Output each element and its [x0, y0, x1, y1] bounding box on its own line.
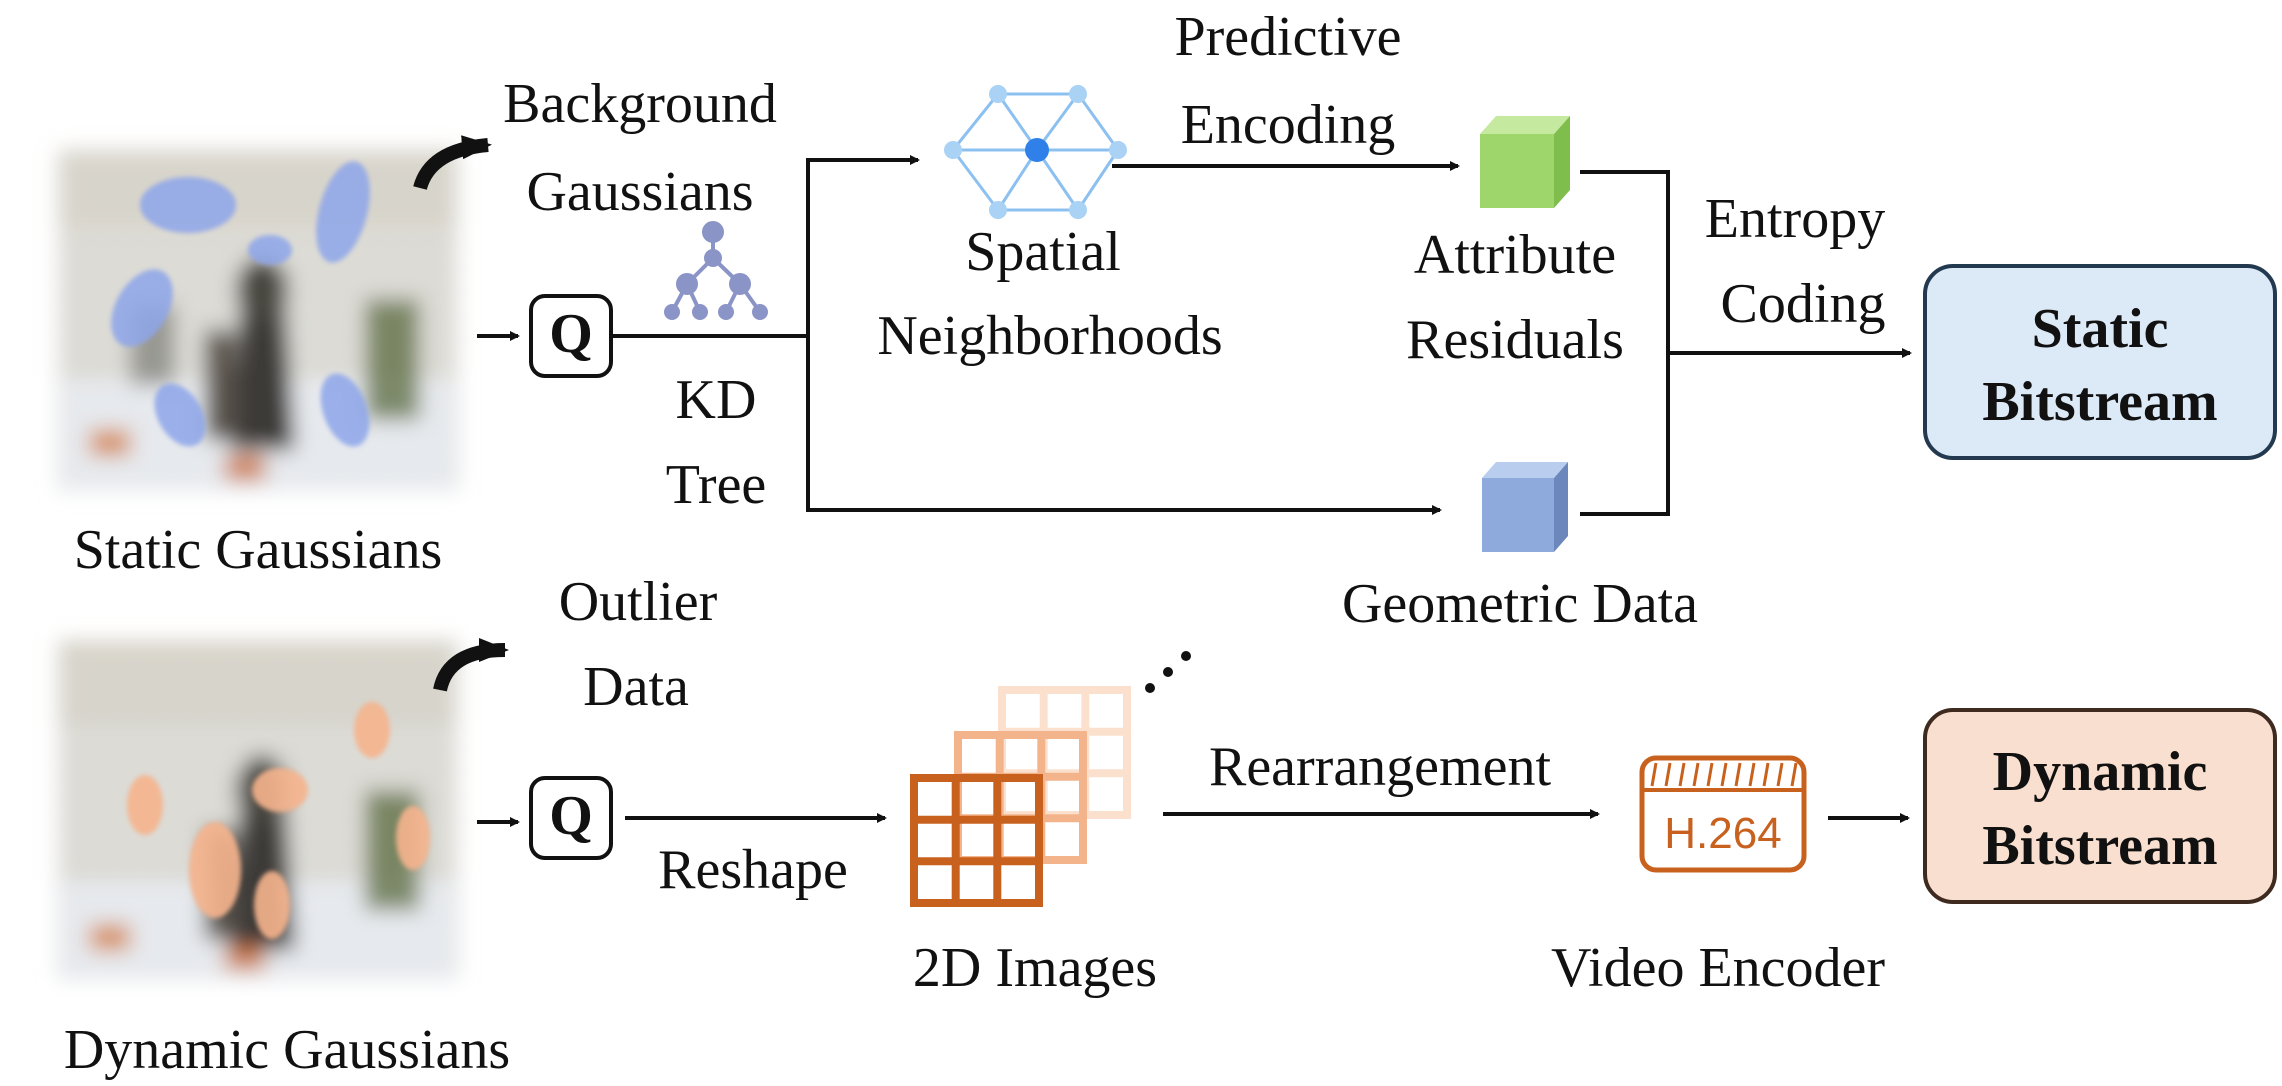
predictive-encoding-label-line1: Predictive: [1174, 6, 1401, 68]
spatial-neighborhoods-label-line2: Neighborhoods: [877, 305, 1222, 367]
static-bitstream-box: [1923, 264, 2277, 460]
kd-tree-label-line2: Tree: [666, 454, 767, 516]
h264-codec-icon: H.264: [1639, 755, 1807, 873]
outlier-data-label-line2: Data: [583, 656, 689, 718]
background-gaussians-label-line1: Background: [503, 73, 777, 135]
geometric-branch-arrow: [806, 336, 1442, 515]
geometric-data-label: Geometric Data: [1342, 573, 1698, 635]
video-encoder-label: Video Encoder: [1551, 937, 1885, 999]
entropy-coding-bracket: [1580, 170, 1670, 516]
kd-tree-icon: [664, 221, 768, 320]
spatial-neighborhoods-label-line1: Spatial: [965, 221, 1121, 283]
image-grid-middle: [954, 731, 1087, 864]
dynamic-bitstream-label-line2: Bitstream: [1982, 815, 2217, 877]
dynamic-gaussians-label: Dynamic Gaussians: [64, 1019, 510, 1081]
dynamic-bitstream-label-line1: Dynamic: [1993, 741, 2208, 803]
more-images-ellipsis: [1145, 651, 1191, 693]
static-bitstream-label-line1: Static: [2032, 298, 2169, 360]
kd-tree-label-line1: KD: [676, 369, 757, 431]
background-gaussians-curved-arrow: [413, 135, 492, 191]
entropy-coding-label-line2: Coding: [1721, 273, 1886, 335]
rearrangement-label: Rearrangement: [1209, 736, 1551, 798]
dynamic-quantizer-label: Q: [549, 785, 593, 847]
predictive-encoding-label-line2: Encoding: [1181, 94, 1396, 156]
entropy-coding-label-line1: Entropy: [1705, 188, 1885, 250]
attribute-residuals-label-line2: Residuals: [1406, 309, 1624, 371]
dynamic-gaussian-ellipses: [127, 702, 430, 939]
static-gaussians-label: Static Gaussians: [74, 519, 443, 581]
2d-image-grids: [910, 686, 1131, 907]
image-grid-back: [998, 686, 1131, 819]
dynamic-gaussians-image: [58, 640, 458, 980]
static-gaussians-image: [58, 150, 458, 490]
image-grid-front: [910, 774, 1043, 907]
attribute-residuals-cube: [1480, 116, 1570, 208]
outlier-data-label-line1: Outlier: [559, 571, 718, 633]
static-quantizer-box: [529, 294, 613, 378]
attribute-residuals-label-line1: Attribute: [1414, 224, 1616, 286]
outlier-data-curved-arrow: [433, 638, 509, 692]
spatial-neighborhood-graph-icon: [944, 85, 1127, 219]
reshape-label: Reshape: [658, 839, 848, 901]
geometric-data-cube: [1482, 462, 1568, 552]
static-bitstream-label-line2: Bitstream: [1982, 371, 2217, 433]
static-gaussian-ellipses: [111, 161, 370, 447]
dynamic-quantizer-box: [529, 776, 613, 860]
background-gaussians-label-line2: Gaussians: [526, 161, 753, 223]
codec-label: H.264: [1664, 809, 1781, 858]
2d-images-label: 2D Images: [913, 937, 1157, 999]
static-quantizer-label: Q: [549, 303, 593, 365]
dynamic-bitstream-box: [1923, 708, 2277, 904]
